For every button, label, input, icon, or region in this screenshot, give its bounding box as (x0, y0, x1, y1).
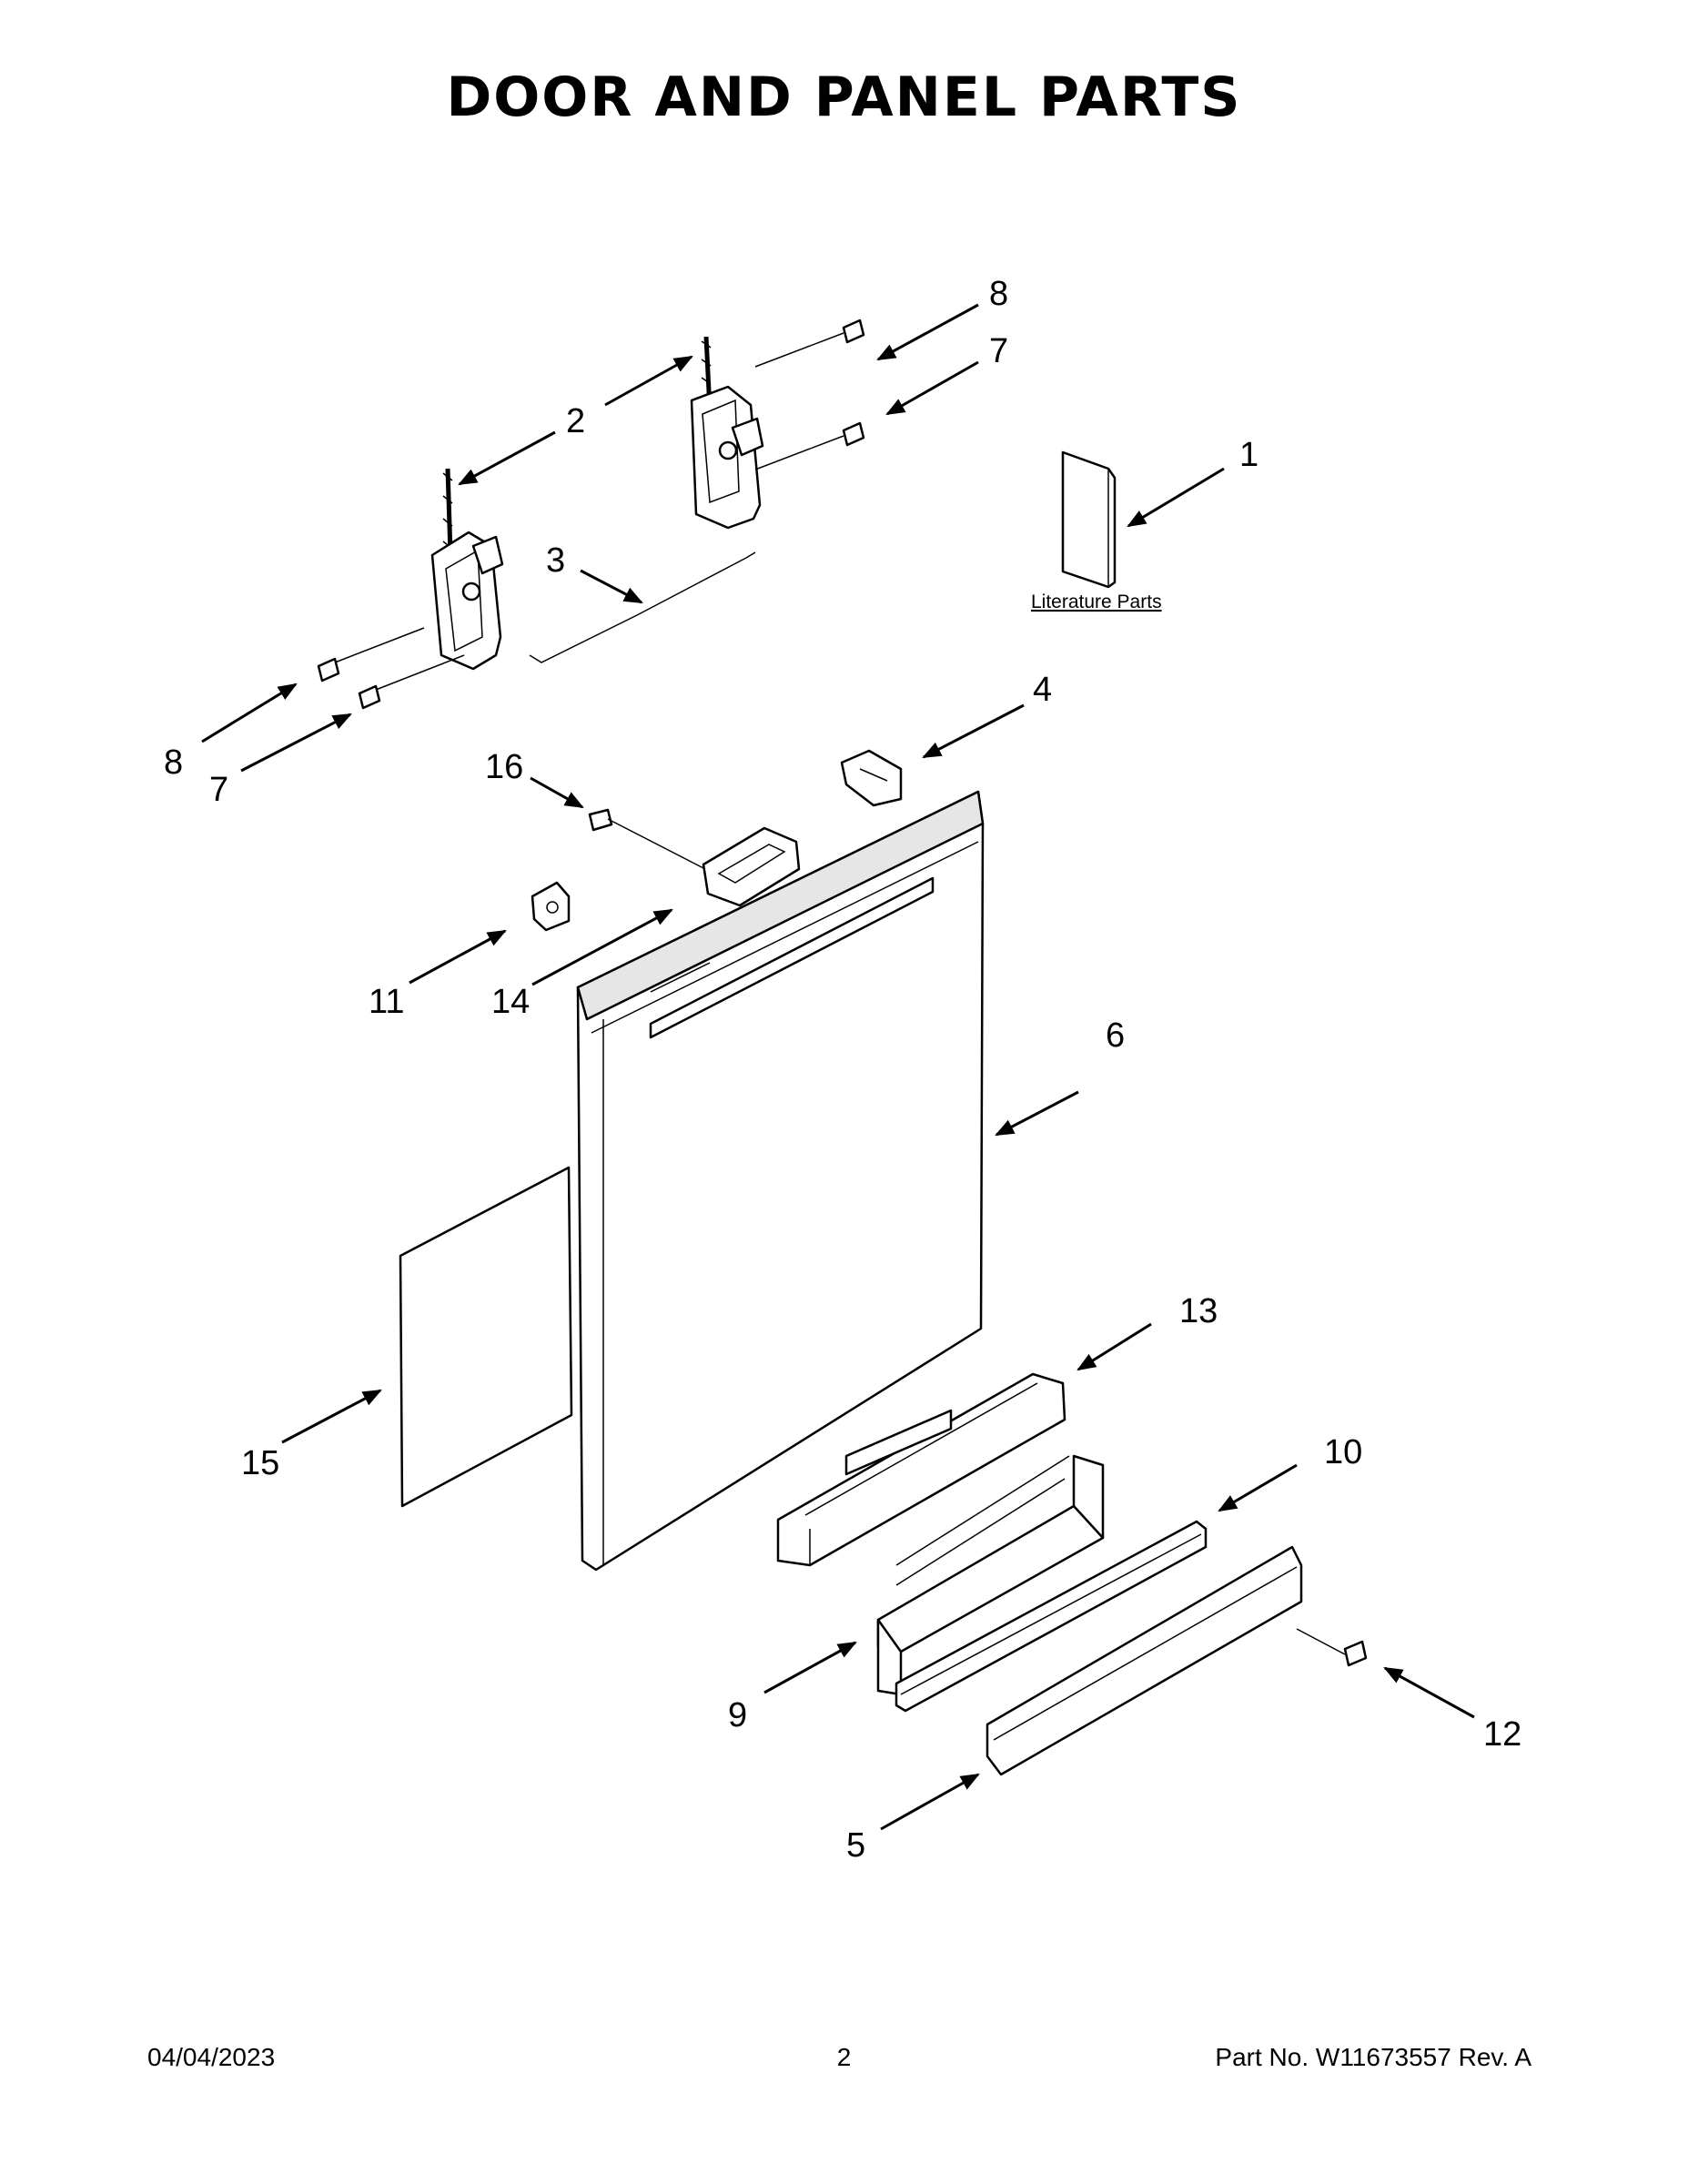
callout-14: 14 (491, 983, 530, 1021)
latch-screw (588, 808, 706, 870)
access-panel (986, 1545, 1303, 1776)
footer-part-number: Part No. W11673557 Rev. A (1215, 2043, 1531, 2071)
callout-15: 15 (241, 1444, 279, 1482)
callout-13: 13 (1179, 1292, 1218, 1330)
left-hinge (430, 468, 504, 671)
door-switch (531, 881, 571, 932)
footer-date: 04/04/2023 (147, 2043, 276, 2071)
callout-7-left: 7 (209, 771, 228, 809)
footer-page-number: 2 (836, 2043, 852, 2071)
hinge-rod (529, 551, 756, 663)
callout-16: 16 (485, 748, 523, 786)
literature-parts-label: Literature Parts (1031, 592, 1162, 612)
door-latch (702, 826, 801, 907)
callout-5: 5 (846, 1826, 865, 1865)
toe-panel-bar (895, 1520, 1208, 1713)
callout-4: 4 (1033, 671, 1052, 709)
callout-11: 11 (369, 983, 404, 1021)
outer-door-panel (576, 790, 985, 1572)
hinge-screws-right (754, 318, 865, 470)
callout-8-right: 8 (989, 275, 1008, 313)
toe-insulation (876, 1454, 1105, 1696)
callout-7-right: 7 (989, 332, 1008, 370)
callout-10: 10 (1324, 1433, 1362, 1471)
callout-2: 2 (566, 402, 585, 440)
callout-12: 12 (1483, 1715, 1521, 1754)
hinge-screws-left (317, 627, 465, 710)
panel-screw (1296, 1628, 1368, 1667)
callout-8-left: 8 (164, 743, 183, 782)
toe-panel-bracket (776, 1372, 1066, 1567)
page-title: DOOR AND PANEL PARTS (446, 66, 1242, 129)
literature-booklet (1061, 450, 1117, 589)
insulation-sheet (399, 1166, 573, 1508)
callout-9: 9 (728, 1696, 747, 1734)
leader-lines (201, 303, 1475, 1831)
right-hinge (690, 336, 764, 530)
callout-1: 1 (1239, 436, 1258, 474)
callout-3: 3 (546, 541, 565, 580)
callout-6: 6 (1106, 1016, 1125, 1055)
door-clip (840, 749, 903, 807)
